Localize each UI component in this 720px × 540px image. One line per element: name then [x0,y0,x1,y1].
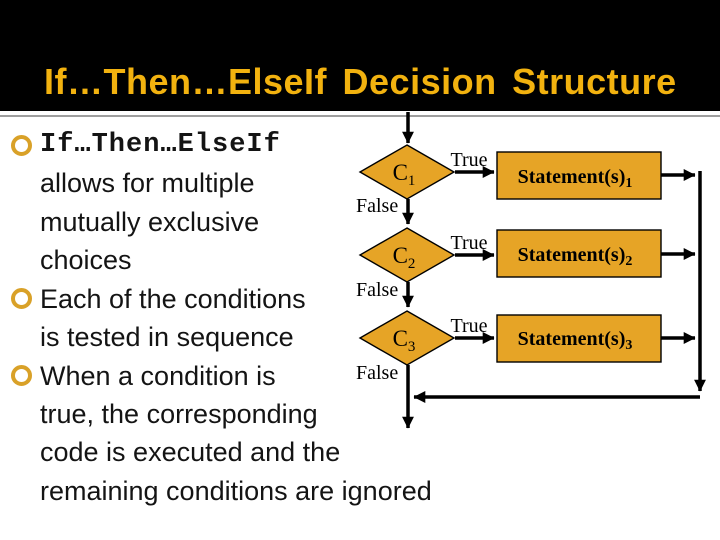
title-separator-gap [0,111,720,115]
bullet1-line1: If…Then…ElseIf [40,130,281,160]
true-label-3: True [450,315,487,337]
title-separator-line [0,115,720,117]
false-label-2: False [356,279,398,301]
page-title: If…Then…ElseIf Decision Structure [44,61,677,102]
bullet3-line4: remaining conditions are ignored [40,476,432,506]
bullet2-line2: is tested in sequence [40,322,294,352]
decision-diamond-c1 [358,144,456,200]
statement-box-1 [496,151,662,200]
bullet1-line3: mutually exclusive [40,207,260,237]
bullet2-line1: Each of the conditions [40,284,306,314]
true-label-1: True [450,149,487,171]
condition-label-1: C1 [393,160,416,189]
bullet3-line2: true, the corresponding [40,399,318,429]
title-bar: If…Then…ElseIf Decision Structure [0,0,720,111]
bullet1-line4: choices [40,245,132,275]
statement-label-1: Statement(s)1 [518,166,633,191]
statement-label-2: Statement(s)2 [518,244,633,269]
condition-label-2: C2 [393,243,416,272]
false-label-3: False [356,362,398,384]
bullet3-line3: code is executed and the [40,437,341,467]
bullet-list: If…Then…ElseIf allows for multiple mutua… [11,130,432,506]
bullet-icon [11,288,32,309]
bullet3-line1: When a condition is [40,361,276,391]
statement-label-3: Statement(s)3 [518,328,633,353]
statement-box-3 [496,314,662,363]
bullet1-line2: allows for multiple [40,168,255,198]
condition-label-3: C3 [393,326,416,355]
bullet-icon [11,365,32,386]
true-label-2: True [450,232,487,254]
false-label-1: False [356,195,398,217]
decision-diamond-c3 [358,310,456,366]
statement-box-2 [496,229,662,278]
bullet-icon [11,135,32,156]
decision-diamond-c2 [358,227,456,283]
